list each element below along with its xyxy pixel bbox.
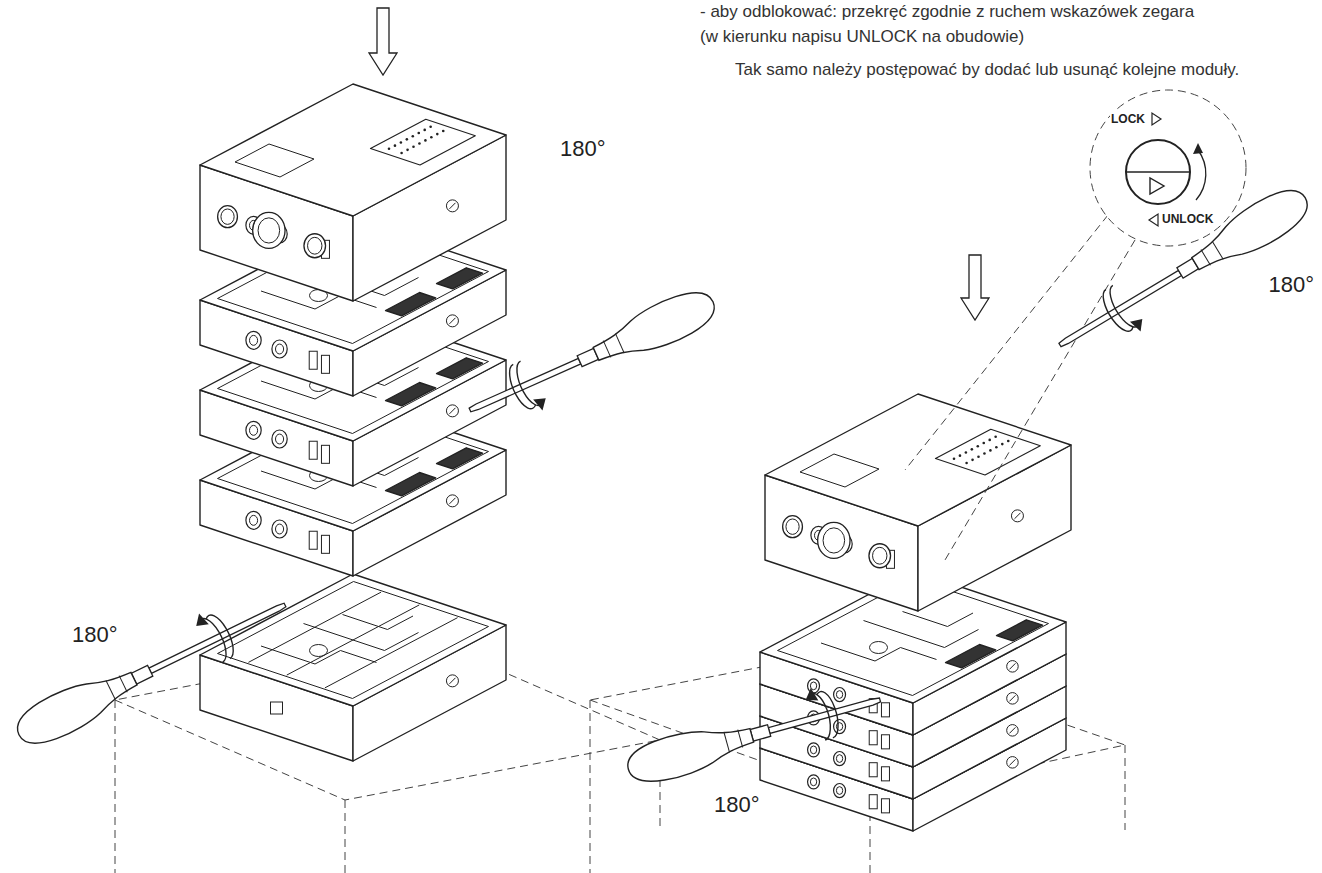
unlock-marking: UNLOCK bbox=[1161, 212, 1214, 226]
head-module bbox=[200, 84, 506, 301]
base-module bbox=[200, 574, 506, 761]
instruction-note: (w kierunku napisu UNLOCK na obudowie) bbox=[700, 27, 1024, 47]
screwdriver bbox=[460, 280, 725, 438]
rotation-angle: 180° bbox=[1266, 272, 1316, 298]
screwdriver bbox=[620, 671, 886, 792]
instruction-note: - aby odblokować: przekręć zgodnie z ruc… bbox=[700, 2, 1194, 22]
insert-arrow bbox=[369, 8, 397, 75]
screwdriver bbox=[6, 578, 296, 756]
lock-callout bbox=[905, 90, 1246, 560]
rotation-angle: 180° bbox=[70, 622, 120, 648]
head-module bbox=[765, 394, 1071, 611]
instruction-note: Tak samo należy postępować by dodać lub … bbox=[735, 60, 1239, 80]
rotation-angle: 180° bbox=[558, 136, 608, 162]
screwdriver bbox=[1048, 177, 1321, 371]
lock-marking: LOCK bbox=[1110, 112, 1146, 126]
rotation-angle: 180° bbox=[712, 792, 762, 818]
insert-arrow bbox=[961, 255, 989, 320]
